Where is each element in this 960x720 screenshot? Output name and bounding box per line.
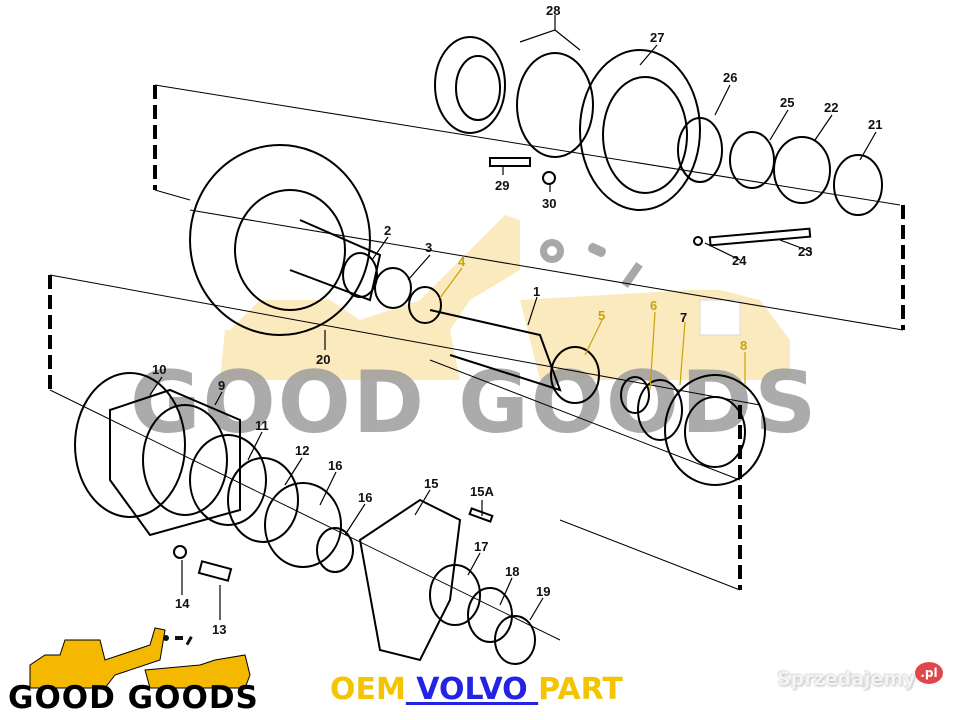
part-20-nut [494,615,536,665]
callout-15A: 15A [470,484,494,499]
loader-icon [29,627,166,689]
logo-piston-icon [185,636,193,646]
callout-25: 24 [732,253,747,268]
parts-outlines [74,36,883,665]
callout-17: 16 [358,490,372,505]
part-24-pin [708,227,812,247]
callout-4: 4 [458,254,466,269]
part-6-ring [620,376,650,414]
callout-3: 3 [425,240,432,255]
part-9-cover [109,388,241,537]
callout-29: 28 [546,3,560,18]
oem-banner: OEM VOLVO PART [330,672,623,707]
part-16-spacer [264,482,342,568]
callout-9: 9 [218,378,225,393]
part-22-snap-ring [833,154,883,216]
part-8-bearing [664,374,766,486]
part-14-washer [173,545,187,559]
part-10-o-ring [74,372,186,518]
part-2-sleeve [342,252,378,298]
part-26-ring [729,131,775,189]
callout-24: 23 [798,244,812,259]
banner-suffix: PART [538,672,623,707]
logo-gear-icon [163,635,169,641]
callout-30: 29 [495,178,509,193]
callout-12: 12 [295,443,309,458]
callout-leaders-watermarked [439,267,746,391]
part-11-seal [189,434,267,526]
part-7-spacer [637,379,683,441]
callout-19: 18 [505,564,519,579]
part-12-ring [227,457,299,543]
part-13-bolt [197,560,233,582]
bolt-icon [588,242,606,258]
callout-14: 14 [175,596,190,611]
callout-21: 20 [316,352,330,367]
callout-10: 10 [152,362,166,377]
part-17-o-ring [316,527,354,573]
callout-16: 16 [328,458,342,473]
callout-31: 30 [542,196,556,211]
logo-vehicles [29,627,251,689]
part-27-thrust-bearing [677,117,723,183]
part-1-shaft [429,309,562,392]
callout-2: 2 [384,223,391,238]
callout-1: 1 [533,284,540,299]
callout-5: 5 [598,308,605,323]
callout-26: 25 [780,95,794,110]
part-28-housing [579,49,701,211]
piston-icon [621,262,643,288]
site-tld-badge: .pl [915,662,943,684]
callout-28: 27 [650,30,664,45]
part-15-flange-yoke [358,498,462,662]
part-5-thrust-bearing [550,346,600,404]
part-29-bearing-cone [434,36,506,134]
callout-18: 17 [474,539,488,554]
callout-6: 6 [650,298,657,313]
banner-brand-link[interactable]: VOLVO [405,672,539,707]
logo-bolt-icon [175,636,183,640]
callout-labels: 28 27 26 25 22 21 23 24 29 30 2 3 4 1 5 … [152,3,882,637]
part-18-washer [429,564,481,626]
watermark-truck [220,215,790,380]
part-4-washer [408,286,442,324]
part-31-washer [542,171,556,185]
part-3-needle-bearing [374,267,412,309]
logo-text: GOOD GOODS [8,680,259,716]
callout-27: 26 [723,70,737,85]
part-23-fork [773,136,831,204]
watermark-text: GOOD GOODS [130,353,818,453]
banner-prefix: OEM [330,672,406,707]
part-21-gear [189,144,371,336]
callout-23: 22 [824,100,838,115]
assembly-brackets [48,84,905,641]
callout-15: 15 [424,476,438,491]
part-19-ring [467,587,513,643]
callout-20: 19 [536,584,550,599]
part-25-nut [693,236,703,246]
callout-11: 11 [255,418,269,433]
part-30-bolt [489,157,531,167]
callout-13: 13 [212,622,226,637]
callout-leaders [149,15,877,621]
part-29-bearing-cup [516,52,594,158]
dump-truck-icon [144,654,251,689]
callout-7: 7 [680,310,687,325]
part-15A-pin [468,507,494,523]
site-watermark: Sprzedajemy [777,668,916,690]
callout-8: 8 [740,338,747,353]
watermark-tool-icons [540,239,643,288]
callout-22: 21 [868,117,882,132]
